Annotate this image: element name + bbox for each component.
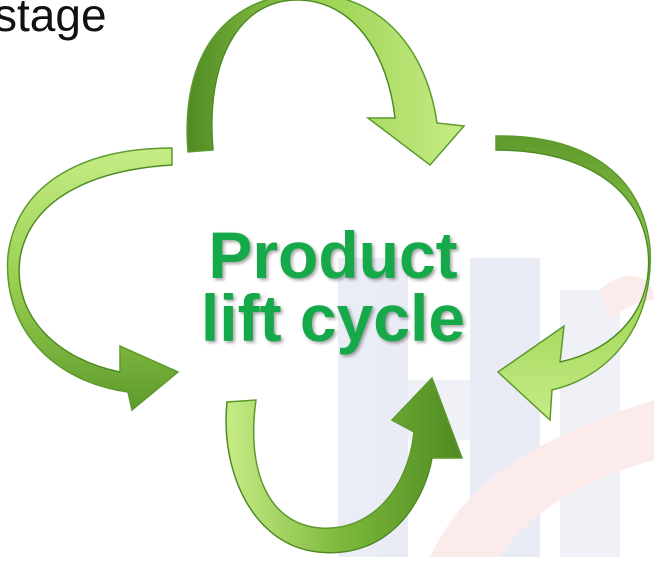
arrow-right-icon [495, 135, 651, 422]
arrow-bottom-icon [225, 376, 464, 554]
watermark-logo [338, 258, 654, 560]
arrow-left-icon [6, 147, 180, 412]
arrow-top-icon [186, 0, 466, 167]
center-label-line2: lift cycle [200, 280, 466, 355]
center-label: Product lift cycle [188, 218, 478, 355]
center-label-line1: Product [208, 218, 458, 292]
page-heading: stage [0, 0, 107, 41]
